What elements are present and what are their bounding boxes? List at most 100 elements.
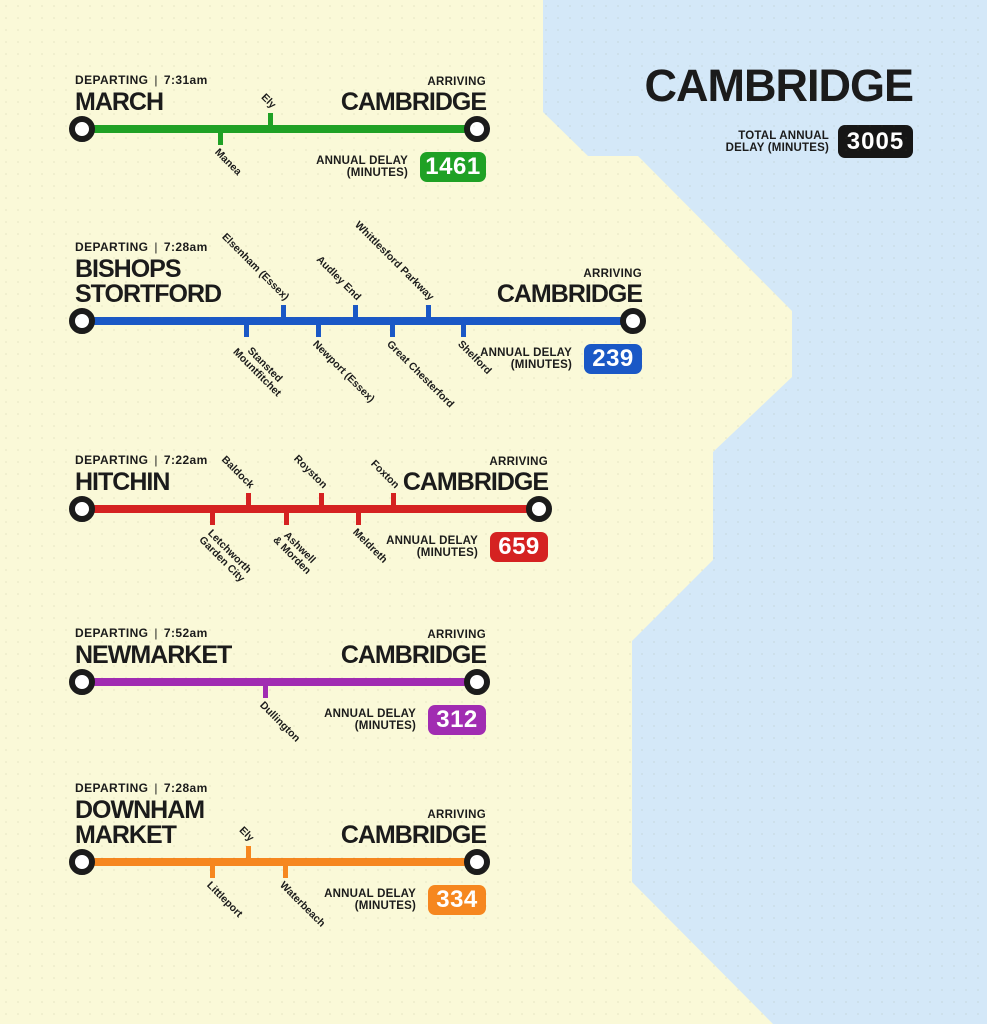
departing-row: DEPARTING|7:28am (75, 781, 208, 795)
separator: | (154, 453, 158, 467)
origin-name: MARKET (75, 821, 177, 849)
delay-label-line: (MINUTES) (354, 720, 416, 732)
delay-label-line: ANNUAL DELAY (324, 708, 416, 720)
origin-name: STORTFORD (75, 280, 222, 308)
station-label: Ely (236, 824, 257, 844)
delay-label-line: ANNUAL DELAY (316, 155, 408, 167)
arriving-label: ARRIVING (427, 76, 486, 88)
delay-badge: 239 (584, 344, 642, 374)
station-tick (244, 325, 249, 337)
departing-label: DEPARTING (75, 781, 149, 795)
delay-badge: 659 (490, 532, 548, 562)
terminus-arrive-circle (464, 116, 490, 142)
departure-time: 7:22am (163, 453, 208, 467)
annual-delay-label: ANNUAL DELAY(MINUTES) (480, 347, 572, 371)
terminus-depart-circle (69, 496, 95, 522)
annual-delay-label: ANNUAL DELAY(MINUTES) (386, 535, 478, 559)
delay-badge: 334 (428, 885, 486, 915)
total-delay-badge: 3005 (838, 125, 913, 158)
station-tick (353, 305, 358, 317)
departing-row: DEPARTING | 7:31am (75, 73, 208, 87)
departing-row: DEPARTING|7:28am (75, 240, 221, 254)
station-tick (283, 866, 288, 878)
station-tick (246, 493, 251, 505)
annual-delay-label: ANNUAL DELAY(MINUTES) (324, 888, 416, 912)
route-line (82, 125, 477, 133)
origin-name: MARCH (75, 88, 164, 116)
route-line (82, 317, 633, 325)
annual-delay-label: ANNUAL DELAY(MINUTES) (324, 708, 416, 732)
terminus-arrive-circle (464, 849, 490, 875)
departure-time: 7:28am (163, 781, 208, 795)
station-label: Littleport (204, 879, 245, 920)
delay-value: 659 (498, 533, 540, 560)
delay-label-line: (MINUTES) (346, 167, 408, 179)
station-tick (319, 493, 324, 505)
station-tick (210, 866, 215, 878)
delay-value: 334 (436, 886, 478, 913)
delay-badge: 312 (428, 705, 486, 735)
departing-row: DEPARTING|7:52am (75, 626, 231, 640)
departure-time: 7:31am (163, 73, 208, 87)
delay-value: 239 (592, 345, 634, 372)
destination-name: CAMBRIDGE (340, 821, 487, 849)
station-tick (263, 686, 268, 698)
total-delay-summary: TOTAL ANNUAL DELAY (MINUTES) 3005 (726, 125, 913, 158)
destination-name: CAMBRIDGE (340, 88, 487, 116)
station-tick (426, 305, 431, 317)
water-polygon (543, 0, 987, 1024)
departing-row: DEPARTING | 7:22am (75, 453, 208, 467)
station-tick (281, 305, 286, 317)
terminus-arrive-circle (464, 669, 490, 695)
terminus-depart-circle (69, 308, 95, 334)
departing-label: DEPARTING (75, 626, 149, 640)
delay-value: 1461 (425, 153, 481, 180)
total-delay-label-line2: DELAY (MINUTES) (725, 141, 829, 154)
destination-city-title: CAMBRIDGE (644, 60, 914, 111)
station-tick (284, 513, 289, 525)
terminus-arrive-circle (526, 496, 552, 522)
destination-name: CAMBRIDGE (496, 280, 643, 308)
terminus-depart-circle (69, 669, 95, 695)
departure-time: 7:52am (163, 626, 208, 640)
destination-name: CAMBRIDGE (402, 468, 549, 496)
separator: | (154, 240, 158, 254)
terminus-depart-circle (69, 849, 95, 875)
station-tick (391, 493, 396, 505)
station-tick (210, 513, 215, 525)
terminus-arrive-circle (620, 308, 646, 334)
departure-time: 7:28am (163, 240, 208, 254)
delay-label-line: (MINUTES) (354, 900, 416, 912)
separator: | (154, 73, 158, 87)
destination-name: CAMBRIDGE (340, 641, 487, 669)
departing-label: DEPARTING (75, 453, 149, 467)
station-tick (218, 133, 223, 145)
delay-label-line: (MINUTES) (416, 547, 478, 559)
origin-name: DOWNHAM (75, 796, 205, 824)
delay-value: 312 (436, 706, 478, 733)
delay-label-line: ANNUAL DELAY (480, 347, 572, 359)
annual-delay-label: ANNUAL DELAY(MINUTES) (316, 155, 408, 179)
terminus-depart-circle (69, 116, 95, 142)
departing-label: DEPARTING (75, 73, 149, 87)
total-delay-value: 3005 (846, 127, 905, 155)
total-delay-label: TOTAL ANNUAL DELAY (MINUTES) (726, 130, 829, 154)
total-delay-label-line1: TOTAL ANNUAL (738, 129, 829, 142)
origin-name: HITCHIN (75, 468, 170, 496)
